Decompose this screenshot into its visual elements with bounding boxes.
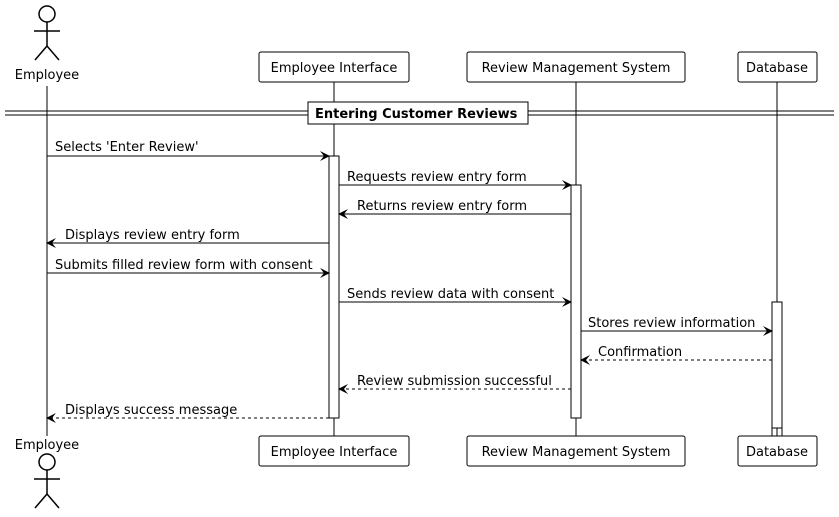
message: Review submission successful (338, 374, 571, 394)
message: Displays success message (46, 403, 329, 423)
message: Confirmation (580, 345, 772, 365)
group-label-box (307, 101, 529, 125)
participants-top: Employee Employee Interface Review Manag… (15, 5, 818, 83)
participants-bottom: Employee Employee Interface Review Manag… (15, 435, 818, 509)
participant-database-bottom: Database (737, 435, 818, 467)
group-label: Entering Customer Reviews (315, 107, 518, 122)
message: Sends review data with consent (339, 287, 572, 307)
actor-head-icon (38, 5, 56, 23)
participant-employee-interface-bottom: Employee Interface (258, 435, 410, 467)
message: Requests review entry form (339, 170, 572, 190)
activation-review-management-system (570, 184, 582, 419)
message: Returns review entry form (338, 199, 571, 219)
participant-employee-interface-top: Employee Interface (258, 51, 410, 83)
activation-employee-interface (328, 155, 340, 419)
message-label: Stores review information (588, 316, 755, 331)
actor-label-employee: Employee (15, 68, 79, 83)
participant-label: Review Management System (482, 61, 671, 76)
participant-review-management-system-bottom: Review Management System (466, 435, 686, 467)
message-label: Confirmation (598, 345, 682, 360)
actor-label-employee: Employee (15, 438, 79, 453)
actor-head-icon (38, 453, 56, 471)
participant-label: Employee Interface (271, 445, 398, 460)
messages: Selects 'Enter Review' Requests review e… (46, 140, 773, 423)
actor-employee-bottom: Employee (15, 438, 79, 509)
participant-label: Database (746, 445, 808, 460)
group-separator: Entering Customer Reviews (5, 101, 834, 125)
message: Selects 'Enter Review' (47, 140, 330, 161)
participant-review-management-system-top: Review Management System (466, 51, 686, 83)
participant-database-top: Database (737, 51, 818, 83)
activation-database (771, 301, 783, 429)
message-label: Displays success message (65, 403, 237, 418)
message-label: Returns review entry form (357, 199, 527, 214)
message-label: Displays review entry form (65, 228, 240, 243)
message-label: Requests review entry form (347, 170, 527, 185)
participant-label: Employee Interface (271, 61, 398, 76)
actor-employee-top: Employee (15, 5, 79, 83)
message: Stores review information (581, 316, 773, 336)
participant-label: Database (746, 61, 808, 76)
message: Displays review entry form (46, 228, 329, 248)
message: Submits filled review form with consent (47, 258, 330, 278)
message-label: Submits filled review form with consent (55, 258, 313, 273)
message-label: Sends review data with consent (347, 287, 554, 302)
message-label: Selects 'Enter Review' (55, 140, 199, 155)
message-label: Review submission successful (357, 374, 552, 389)
participant-label: Review Management System (482, 445, 671, 460)
